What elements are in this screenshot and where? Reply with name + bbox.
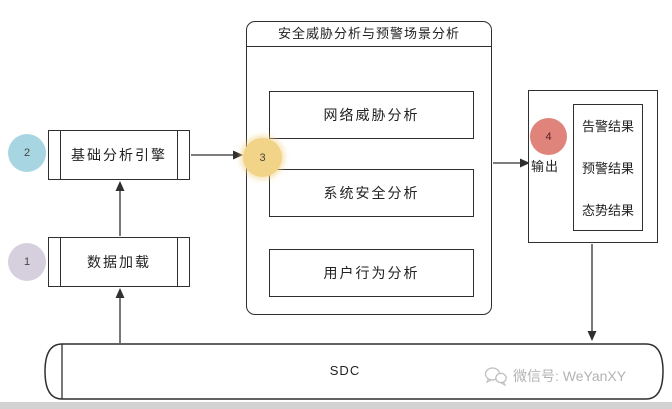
results-box: 告警结果 预警结果 态势结果 (573, 104, 643, 231)
bottom-gray-bar (0, 402, 672, 409)
arrow-container-to-output (493, 158, 530, 168)
sdc-cylinder (44, 343, 664, 400)
arrow-loader-to-engine (115, 181, 125, 236)
output-outer-box: 告警结果 预警结果 态势结果 (528, 90, 658, 243)
result-alert: 告警结果 (581, 119, 634, 135)
sdc-label: SDC (329, 363, 361, 378)
engine-box-label: 基础分析引擎 (71, 147, 167, 163)
container-title: 安全威胁分析与预警场景分析 (247, 22, 491, 47)
engine-box: 基础分析引擎 (48, 130, 190, 180)
step-badge-2: 2 (8, 134, 46, 172)
arrow-sdc-to-loader (115, 288, 125, 343)
loader-box: 数据加载 (48, 237, 190, 287)
step-badge-4: 4 (530, 118, 567, 155)
arrow-engine-to-container (191, 150, 243, 160)
step-badge-3: 3 (243, 138, 282, 177)
result-situation: 态势结果 (581, 202, 634, 218)
output-label: 输出 (531, 159, 560, 174)
step-badge-1: 1 (8, 243, 46, 281)
arrow-output-to-sdc (587, 244, 597, 341)
result-warning: 预警结果 (581, 160, 634, 176)
analysis-scenario-container: 安全威胁分析与预警场景分析 网络威胁分析 系统安全分析 用户行为分析 (246, 21, 492, 315)
wechat-icon (484, 367, 507, 386)
watermark: 微信号: WeYanXY (484, 366, 626, 386)
analysis-item-network: 网络威胁分析 (269, 91, 474, 139)
analysis-item-system: 系统安全分析 (269, 169, 474, 217)
analysis-item-user: 用户行为分析 (269, 249, 474, 297)
watermark-text: 微信号: WeYanXY (513, 368, 627, 384)
loader-box-label: 数据加载 (87, 254, 151, 270)
